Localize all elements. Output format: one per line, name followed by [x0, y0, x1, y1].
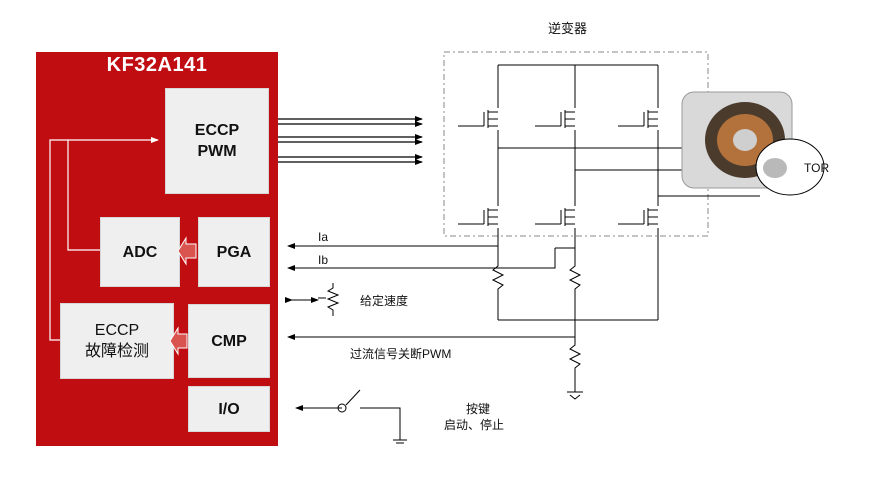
pga-to-adc-arrow: [177, 236, 197, 266]
speed-label: 给定速度: [360, 294, 409, 308]
inverter-bridge: [497, 64, 760, 320]
ia-label: Ia: [318, 230, 329, 244]
ib-label: Ib: [318, 253, 329, 267]
current-sense-lines: [287, 243, 575, 340]
mosfet-switches: [458, 110, 658, 226]
speed-potentiometer: [285, 283, 340, 316]
eccp-pwm-block: ECCP PWM: [165, 88, 269, 194]
overcurrent-label: 过流信号关断PWM: [350, 347, 452, 361]
motor-label: TOR: [804, 161, 830, 175]
eccp-fault-detect-block: ECCP 故障检测: [60, 303, 174, 379]
shunt-resistors: [491, 262, 658, 400]
button-label: 按键: [466, 402, 491, 416]
start-stop-label: 启动、停止: [444, 418, 505, 432]
io-block: I/O: [188, 386, 270, 432]
button-switch: [295, 389, 407, 444]
pwm-signal-lines: [278, 116, 423, 165]
cmp-block: CMP: [188, 304, 270, 378]
chip-title: KF32A141: [106, 54, 208, 76]
adc-block: ADC: [100, 217, 180, 287]
motor-image: [681, 91, 825, 196]
pga-block: PGA: [198, 217, 270, 287]
cmp-to-fault-arrow: [169, 326, 188, 356]
inverter-label: 逆变器: [548, 21, 588, 36]
